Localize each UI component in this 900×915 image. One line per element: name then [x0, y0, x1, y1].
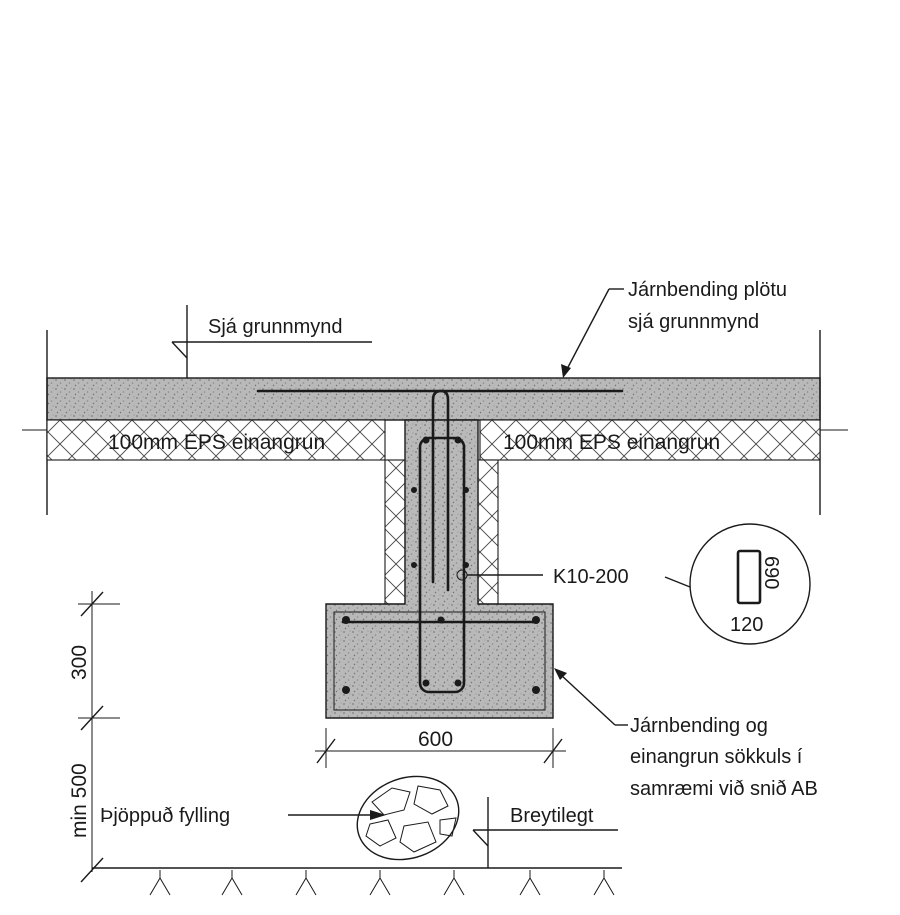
footing-width-label: 600: [418, 728, 453, 751]
starter-bar: [431, 389, 450, 592]
insulation-right-label: 100mm EPS einangrun: [503, 431, 720, 454]
variable-level-marker: [472, 797, 618, 868]
footing-note-1: Járnbending og: [630, 715, 768, 737]
stem-insulation-left: [384, 459, 406, 605]
insulation-left-label: 100mm EPS einangrun: [108, 431, 325, 454]
slab-rebar-label-2: sjá grunnmynd: [628, 311, 759, 333]
slab-section-ref-label: Sjá grunnmynd: [208, 316, 343, 338]
compacted-fill-label: Þjöppuð fylling: [100, 805, 230, 827]
footing-note-2: einangrun sökkuls í: [630, 746, 803, 768]
stirrup-detail-circle: [689, 523, 811, 645]
stirrup-detail-leader: [664, 576, 691, 588]
stirrup-detail-shape: [736, 549, 762, 605]
stirrup-detail-width: 120: [730, 614, 763, 636]
ground-line: [92, 867, 622, 896]
footing-insulation-outline: [333, 611, 546, 711]
rebar-cross-sections: [342, 436, 540, 694]
compacted-fill-arrow: [370, 810, 386, 820]
insulation-left: [46, 419, 386, 461]
vertical-dimension-chain: [78, 591, 120, 883]
footing-note-leader: [554, 668, 628, 726]
fill-depth-label: min 500: [68, 763, 91, 838]
compacted-fill-symbol: [356, 775, 460, 861]
stem-insulation-right: [477, 459, 499, 605]
slab-rebar-label-1: Járnbending plötu: [628, 279, 787, 301]
slab-rebar-leader: [561, 288, 624, 378]
variable-level-label: Breytilegt: [510, 805, 594, 827]
footing-width-dimension: [315, 728, 566, 768]
insulation-right: [479, 419, 821, 461]
section-ref-marker: [171, 305, 372, 378]
foundation-wall-and-footing: [325, 419, 554, 719]
footing-note-3: samræmi við snið AB: [630, 778, 818, 800]
stirrup-detail-height: 690: [760, 556, 782, 589]
footing-height-label: 300: [68, 645, 91, 680]
stirrup-label: K10-200: [553, 566, 629, 588]
